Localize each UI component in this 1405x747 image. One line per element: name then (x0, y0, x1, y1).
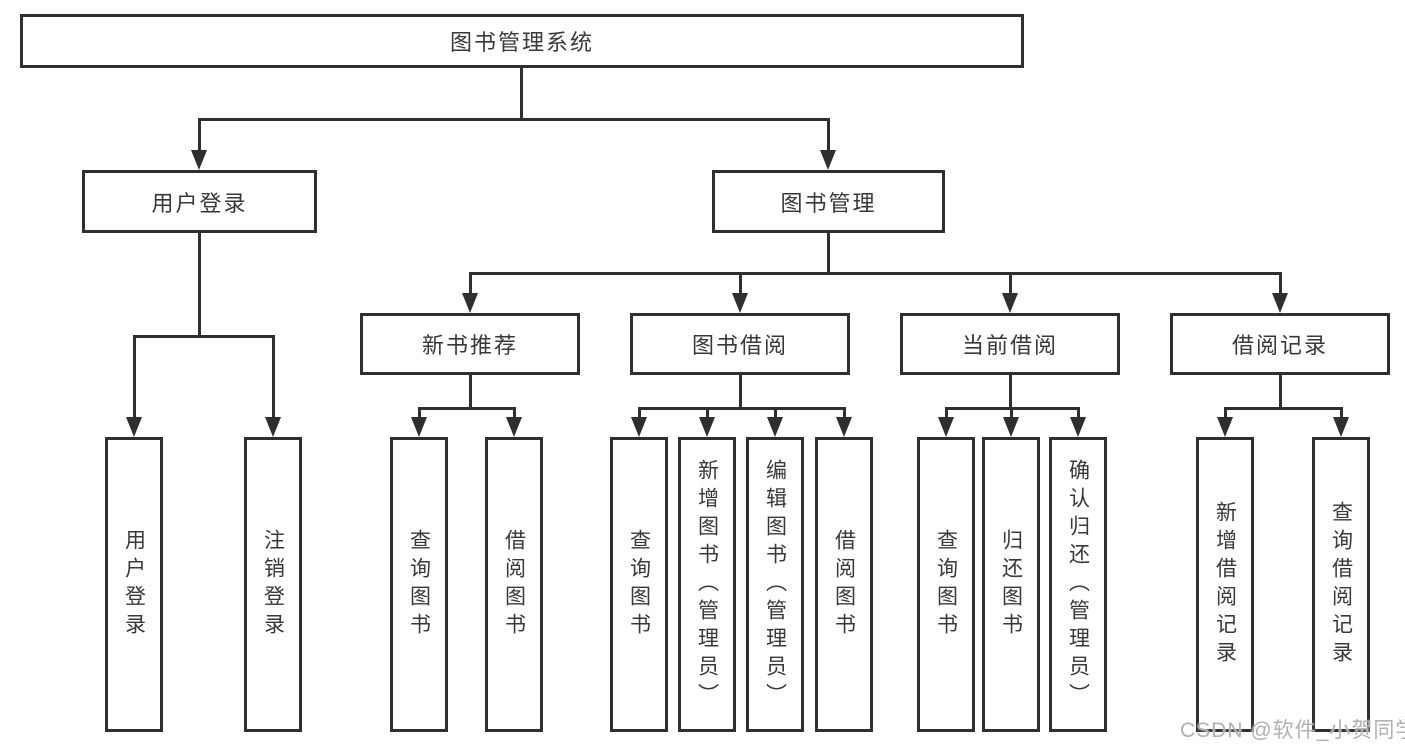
arrow-down-add-book (699, 417, 715, 437)
arrow-down-leaf-logout (265, 417, 281, 437)
arrow-down-user-login (191, 150, 207, 170)
leaf-query-borrow-record: 查询借阅记录 (1312, 437, 1370, 732)
connector-new-book-split (418, 407, 516, 410)
connector-drop-book-management (827, 118, 830, 152)
node-root: 图书管理系统 (20, 14, 1024, 68)
connector-drop-book-borrow (739, 272, 742, 295)
node-user-login: 用户登录 (82, 170, 317, 233)
arrow-down-book-borrow (732, 293, 748, 313)
node-borrow-records: 借阅记录 (1170, 313, 1390, 375)
connector-drop-user-login (198, 118, 201, 152)
connector-drop-confirm-return (1077, 407, 1080, 419)
connector-drop-new-book (469, 272, 472, 295)
arrow-down-add-borrow-record (1217, 417, 1233, 437)
connector-drop-query-books-3 (945, 407, 948, 419)
csdn-watermark: CSDN @软件_小贺同学 (1180, 719, 1405, 742)
connector-user-login-down (198, 233, 201, 335)
connector-drop-add-borrow-record (1224, 407, 1227, 419)
connector-drop-borrow-records (1279, 272, 1282, 295)
connector-drop-query-books-2 (638, 407, 641, 419)
connector-level1-split (198, 118, 830, 121)
connector-drop-add-book (706, 407, 709, 419)
arrow-down-query-books-2 (631, 417, 647, 437)
connector-user-login-split (133, 335, 275, 338)
connector-level3-split (469, 272, 1282, 275)
leaf-confirm-return-admin: 确认归还（管理员） (1049, 437, 1107, 732)
arrow-down-borrow-books-1 (506, 417, 522, 437)
leaf-query-books-recommend: 查询图书 (390, 437, 448, 732)
node-book-borrow: 图书借阅 (630, 313, 850, 375)
leaf-add-book-admin: 新增图书（管理员） (678, 437, 736, 732)
connector-drop-borrow-books-2 (843, 407, 846, 419)
leaf-logout: 注销登录 (244, 437, 302, 732)
leaf-query-books-current: 查询图书 (917, 437, 975, 732)
connector-drop-current-borrow (1009, 272, 1012, 295)
arrow-down-current-borrow (1002, 293, 1018, 313)
connector-drop-edit-book (774, 407, 777, 419)
connector-book-borrow-split (638, 407, 846, 410)
node-new-book-recommend: 新书推荐 (360, 313, 580, 375)
connector-current-borrow-down (1009, 375, 1012, 407)
leaf-borrow-books-borrow: 借阅图书 (815, 437, 873, 732)
arrow-down-edit-book (767, 417, 783, 437)
arrow-down-return-books (1003, 417, 1019, 437)
connector-drop-query-books-1 (418, 407, 421, 419)
arrow-down-query-books-1 (411, 417, 427, 437)
node-book-management: 图书管理 (712, 170, 945, 233)
leaf-edit-book-admin: 编辑图书（管理员） (746, 437, 804, 732)
leaf-user-login: 用户登录 (105, 437, 163, 732)
arrow-down-query-books-3 (938, 417, 954, 437)
arrow-down-leaf-user-login (126, 417, 142, 437)
arrow-down-query-borrow-record (1333, 417, 1349, 437)
connector-borrow-records-down (1279, 375, 1282, 407)
arrow-down-borrow-records (1272, 293, 1288, 313)
connector-borrow-records-split (1224, 407, 1343, 410)
connector-book-management-down (827, 233, 830, 272)
arrow-down-new-book (462, 293, 478, 313)
leaf-return-books: 归还图书 (982, 437, 1040, 732)
arrow-down-borrow-books-2 (836, 417, 852, 437)
leaf-borrow-books-recommend: 借阅图书 (485, 437, 543, 732)
arrow-down-confirm-return (1070, 417, 1086, 437)
connector-book-borrow-down (739, 375, 742, 407)
connector-drop-query-borrow-record (1340, 407, 1343, 419)
connector-new-book-down (469, 375, 472, 407)
arrow-down-book-management (820, 150, 836, 170)
connector-drop-return-books (1010, 407, 1013, 419)
connector-root-down (520, 68, 523, 118)
leaf-query-books-borrow: 查询图书 (610, 437, 668, 732)
connector-drop-borrow-books-1 (513, 407, 516, 419)
leaf-add-borrow-record: 新增借阅记录 (1196, 437, 1254, 732)
node-current-borrow: 当前借阅 (900, 313, 1120, 375)
connector-drop-leaf-logout (272, 335, 275, 419)
connector-drop-leaf-user-login (133, 335, 136, 419)
